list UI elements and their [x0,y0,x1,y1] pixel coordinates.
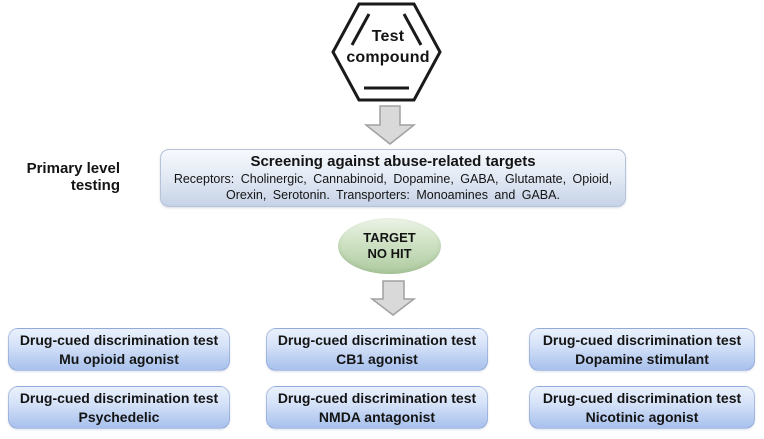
test-box-line1: Drug-cued discrimination test [19,390,219,406]
test-box-line2: Nicotinic agonist [585,409,699,425]
screening-receptors-line1: Receptors: Cholinergic, Cannabinoid, Dop… [173,172,613,186]
primary-level-label: Primary level testing [8,160,120,194]
test-box-mu-opioid-agonist: Drug-cued discrimination test Mu opioid … [8,328,230,371]
down-arrow-top-icon [363,105,417,145]
test-box-dopamine-stimulant: Drug-cued discrimination test Dopamine s… [529,328,755,371]
test-box-line2: CB1 agonist [336,351,418,367]
test-compound-label: Test compound [323,26,453,68]
test-compound-line2: compound [346,49,430,66]
test-box-line1: Drug-cued discrimination test [542,332,742,348]
test-box-psychedelic: Drug-cued discrimination test Psychedeli… [8,386,230,429]
primary-level-line1: Primary level [26,160,120,177]
test-box-line2: NMDA antagonist [318,409,436,425]
target-no-hit-ellipse: TARGET NO HIT [338,218,441,274]
test-compound-line1: Test [371,28,405,45]
test-box-line1: Drug-cued discrimination test [277,332,477,348]
test-box-cb1-agonist: Drug-cued discrimination test CB1 agonis… [266,328,488,371]
target-line1: TARGET [363,230,416,245]
hexagon-bond-right-icon [402,13,423,46]
test-box-line2: Dopamine stimulant [575,351,709,367]
test-box-nicotinic-agonist: Drug-cued discrimination test Nicotinic … [529,386,755,429]
test-box-line2: Mu opioid agonist [59,351,179,367]
target-line2: NO HIT [367,246,412,261]
hexagon-bond-left-icon [350,13,371,46]
target-no-hit-label: TARGET NO HIT [363,230,415,262]
screening-box: Screening against abuse-related targets … [160,149,626,207]
test-box-line1: Drug-cued discrimination test [19,332,219,348]
test-box-line1: Drug-cued discrimination test [542,390,742,406]
test-box-line1: Drug-cued discrimination test [277,390,477,406]
test-box-nmda-antagonist: Drug-cued discrimination test NMDA antag… [266,386,488,429]
primary-level-line2: testing [70,177,120,194]
screening-title: Screening against abuse-related targets [250,153,536,170]
test-box-line2: Psychedelic [78,409,160,425]
screening-receptors-line2: Orexin, Serotonin. Transporters: Monoami… [226,188,560,202]
down-arrow-bottom-icon [369,280,417,316]
